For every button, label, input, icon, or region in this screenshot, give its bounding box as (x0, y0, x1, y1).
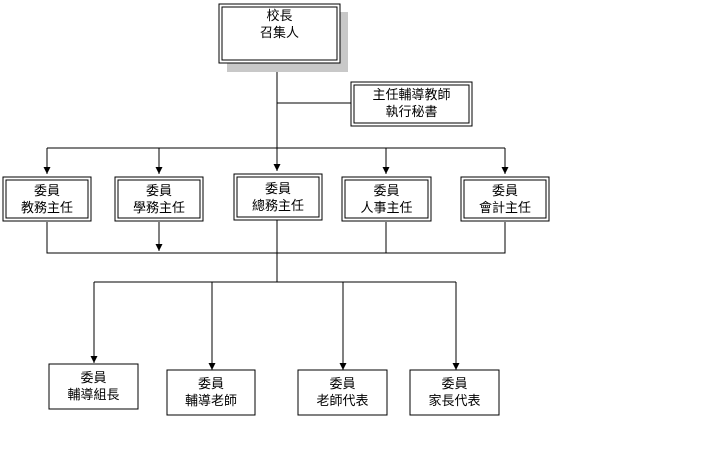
arrowhead-bottom-2 (208, 363, 216, 370)
arrowhead-bottom-1 (90, 356, 98, 363)
bottom-node-4-line2: 家長代表 (428, 393, 480, 409)
bottom-node-1: 委員 輔導組長 (48, 363, 139, 410)
connectors (43, 63, 509, 370)
bottom-node-1-line2: 輔導組長 (67, 388, 119, 403)
middle-node-2-line1: 委員 (146, 184, 172, 199)
secretary-node-title: 主任輔導教師 (372, 87, 450, 103)
middle-node-5-line1: 委員 (492, 184, 518, 199)
bottom-node-2-line2: 輔導老師 (185, 394, 237, 409)
middle-node-1-line2: 教務主任 (21, 200, 73, 216)
middle-node-1-line1: 委員 (34, 184, 60, 199)
secretary-node-role: 執行秘書 (385, 104, 437, 120)
middle-node-2-line2: 學務主任 (133, 201, 185, 216)
arrowhead-bottom-3 (339, 363, 347, 370)
bottom-node-2: 委員 輔導老師 (166, 369, 256, 416)
middle-node-1: 委員 教務主任 (2, 176, 92, 222)
bottom-node-2-line1: 委員 (198, 377, 224, 392)
arrowhead-middle-2 (155, 167, 163, 174)
top-node-role: 召集人 (260, 25, 299, 41)
bottom-node-1-line1: 委員 (80, 371, 106, 386)
bottom-node-4: 委員 家長代表 (409, 369, 500, 416)
middle-node-5-line2: 會計主任 (479, 200, 531, 216)
bottom-node-3-line2: 老師代表 (316, 394, 368, 409)
middle-node-4-line2: 人事主任 (360, 201, 412, 216)
arrowhead-merge (155, 244, 163, 251)
middle-node-5: 委員 會計主任 (460, 176, 550, 222)
arrowhead-middle-3 (273, 164, 281, 171)
arrowhead-bottom-4 (452, 363, 460, 370)
secretary-node: 主任輔導教師 執行秘書 (350, 81, 473, 127)
middle-node-2: 委員 學務主任 (114, 176, 204, 222)
middle-node-3: 委員 總務主任 (233, 173, 323, 221)
middle-node-3-line2: 總務主任 (252, 198, 304, 214)
top-node: 校長 召集人 (218, 3, 348, 72)
middle-node-3-line1: 委員 (265, 182, 291, 197)
arrowhead-middle-4 (382, 167, 390, 174)
arrowhead-middle-5 (501, 167, 509, 174)
middle-node-4-line1: 委員 (373, 184, 399, 199)
top-node-title: 校長 (266, 8, 292, 24)
bottom-node-3: 委員 老師代表 (297, 369, 388, 416)
bottom-node-3-line1: 委員 (329, 377, 355, 392)
bottom-node-4-line1: 委員 (441, 377, 467, 392)
arrowhead-middle-1 (43, 167, 51, 174)
connector-middle-merge-left (46, 222, 506, 254)
middle-node-4: 委員 人事主任 (341, 176, 432, 222)
